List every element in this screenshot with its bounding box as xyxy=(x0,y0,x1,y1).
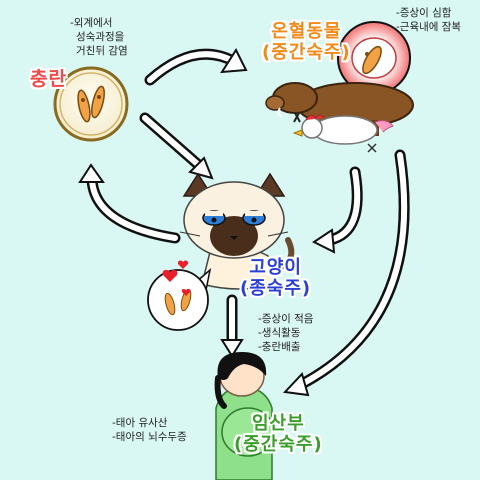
chicken-icon xyxy=(292,114,394,153)
cat-icon xyxy=(179,172,295,290)
arrow-warm-host-to-cat xyxy=(312,166,363,254)
pregnant-notes: -태아 유사산 -태아의 뇌수두증 xyxy=(112,416,187,444)
cat-label-line1: 고양이 xyxy=(249,257,302,278)
mating-bubble-icon xyxy=(147,268,212,331)
arrow-egg-to-warm-host xyxy=(144,47,248,86)
pregnant-woman-icon xyxy=(214,352,275,480)
warm-host-label: 온혈동물 (중간숙주) xyxy=(262,21,351,63)
warm-host-label-line2: (중간숙주) xyxy=(262,41,351,63)
pregnant-label: 임산부 (중간숙주) xyxy=(234,413,323,455)
cat-label: 고양이 (종숙주) xyxy=(240,257,312,299)
boar-icon xyxy=(265,82,414,136)
heart-icon xyxy=(162,260,191,296)
cat-note-1: -증상이 적음 xyxy=(258,313,314,325)
pregnant-label-line1: 임산부 xyxy=(252,413,305,434)
cat-label-line2: (종숙주) xyxy=(240,277,312,299)
arrow-egg-to-cat xyxy=(139,112,214,180)
egg-note-3: 거친뒤 감염 xyxy=(76,45,128,58)
cat-note-3: -충란배출 xyxy=(258,341,301,354)
warm-host-note-1: -증상이 심함 xyxy=(396,7,452,19)
warm-host-notes: -증상이 심함 -근육내에 잠복 xyxy=(396,6,461,34)
oocyst-icon xyxy=(53,66,129,142)
arrow-cat-to-egg xyxy=(78,163,181,244)
arrow-warm-host-to-pregnant xyxy=(282,149,410,397)
pregnant-label-line2: (중간숙주) xyxy=(234,433,323,455)
egg-label: 충란 xyxy=(30,68,67,90)
cat-notes: -증상이 적음 -생식활동 -충란배출 xyxy=(258,312,313,355)
arrow-cat-to-pregnant xyxy=(220,294,244,358)
warm-host-note-2: -근육내에 잠복 xyxy=(396,21,462,34)
cat-note-2: -생식활동 xyxy=(258,327,301,340)
egg-note-2: 성숙과정을 xyxy=(76,31,125,44)
warm-host-label-line1: 온혈동물 xyxy=(271,21,342,42)
pregnant-note-1: -태아 유사산 xyxy=(112,417,168,429)
egg-note-1: -외계에서 xyxy=(70,17,113,29)
pregnant-note-2: -태아의 뇌수두증 xyxy=(112,431,187,444)
egg-notes: -외계에서 성숙과정을 거친뒤 감염 xyxy=(70,16,128,59)
